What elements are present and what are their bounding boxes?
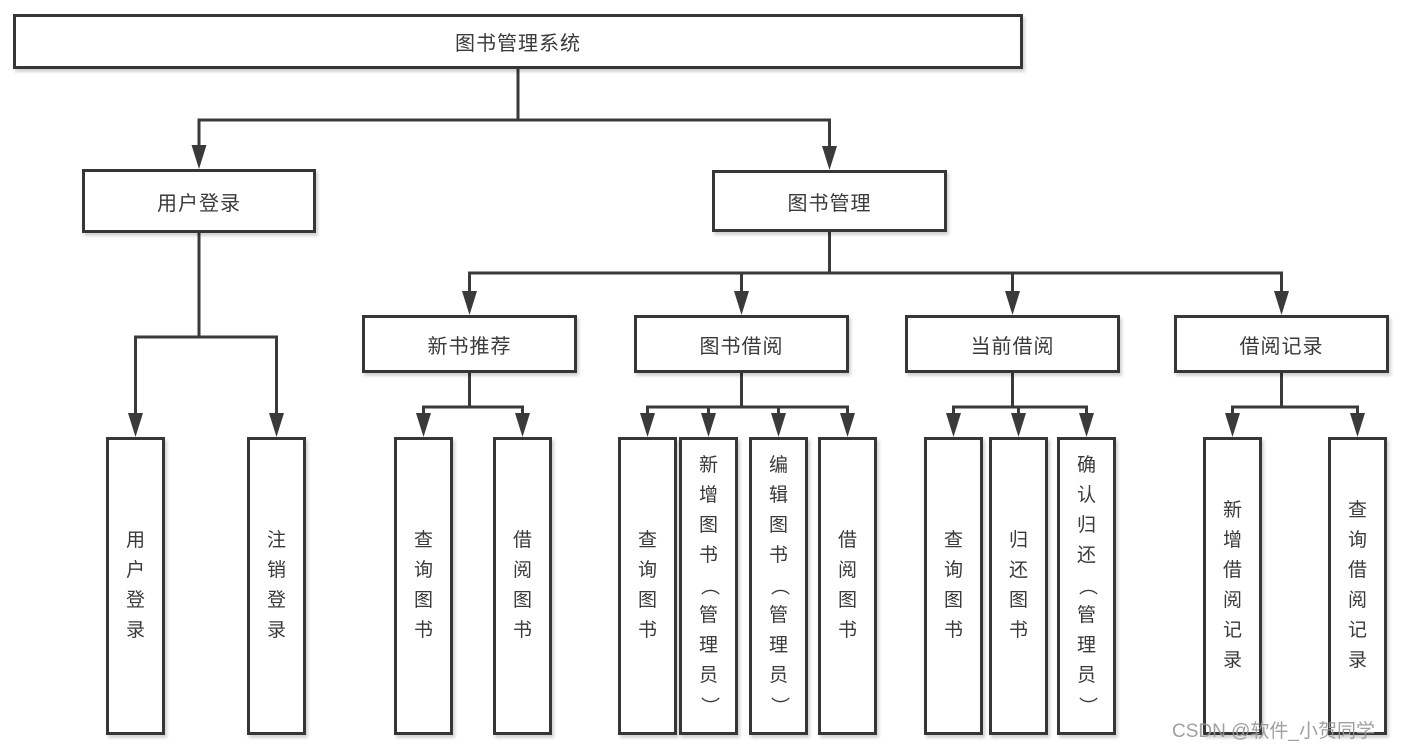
leaf-add-book-admin: 新增图书（管理员） (679, 437, 738, 735)
leaf-user-login: 用户登录 (106, 437, 165, 735)
node-current-borrowing: 当前借阅 (905, 315, 1120, 373)
node-user-login: 用户登录 (82, 169, 316, 233)
node-book-borrowing: 图书借阅 (634, 315, 849, 373)
connector-new-book-to-leaves (416, 373, 530, 437)
leaf-borrow-books-recommend: 借阅图书 (493, 437, 552, 735)
leaf-query-borrow-record: 查询借阅记录 (1328, 437, 1387, 735)
connector-book-management-to-level3 (462, 232, 1289, 315)
leaf-query-books-current: 查询图书 (924, 437, 983, 735)
leaf-query-books-borrow: 查询图书 (618, 437, 677, 735)
leaf-logout: 注销登录 (247, 437, 306, 735)
node-root-library-system: 图书管理系统 (13, 14, 1023, 69)
leaf-query-books-recommend: 查询图书 (394, 437, 453, 735)
node-book-management: 图书管理 (712, 170, 947, 232)
connector-book-borrow-to-leaves (640, 373, 855, 437)
leaf-return-book: 归还图书 (989, 437, 1048, 735)
leaf-borrow-books: 借阅图书 (818, 437, 877, 735)
node-new-book-recommendation: 新书推荐 (362, 315, 577, 373)
connector-user-login-to-leaves (128, 233, 284, 437)
csdn-watermark: CSDN @软件_小贺同学 (1172, 721, 1375, 742)
leaf-confirm-return-admin: 确认归还（管理员） (1057, 437, 1116, 735)
connector-borrow-records-to-leaves (1225, 373, 1365, 437)
node-borrowing-records: 借阅记录 (1174, 315, 1389, 373)
connector-current-borrow-to-leaves (946, 373, 1094, 437)
leaf-add-borrow-record: 新增借阅记录 (1203, 437, 1262, 735)
connector-root-to-level2 (191, 69, 837, 170)
leaf-edit-book-admin: 编辑图书（管理员） (749, 437, 808, 735)
